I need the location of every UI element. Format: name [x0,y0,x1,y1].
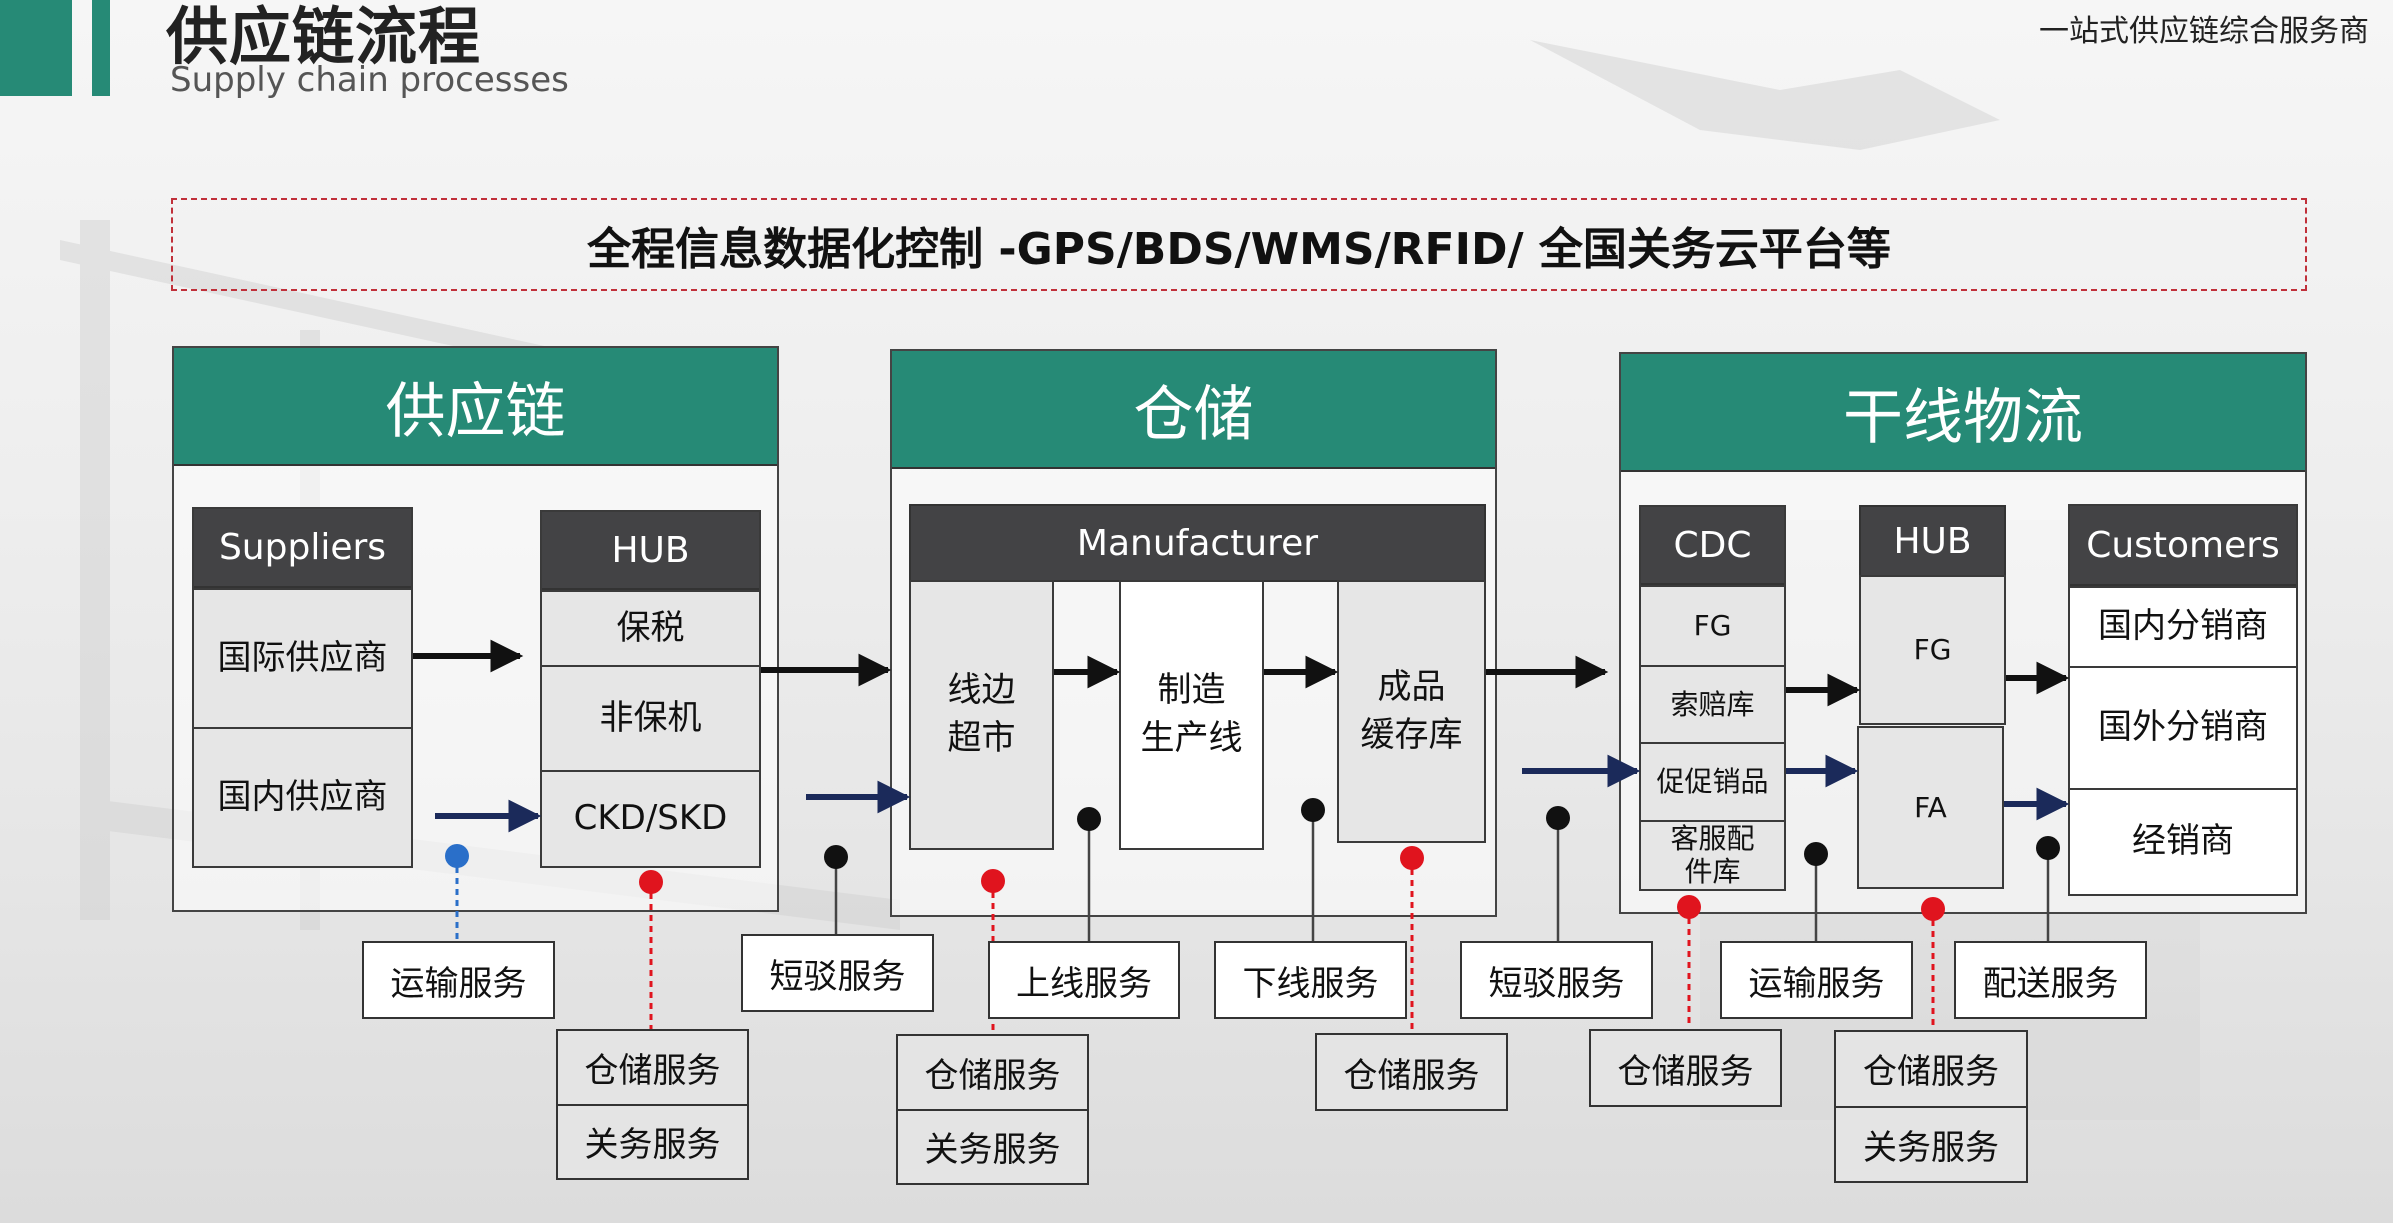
hub-2-fg: FG [1859,575,2006,725]
customers-header: Customers [2070,506,2296,586]
logo-bar-small [92,0,110,96]
service-customs: 关务服务 [1836,1105,2026,1182]
hub-2-fa: FA [1857,726,2004,889]
cdc-service-parts: 客服配 件库 [1641,819,1784,889]
logo-bar-large [0,0,72,96]
service-transport-1: 运输服务 [362,941,555,1019]
hub-column-1: HUB 保税 非保机 CKD/SKD [540,510,761,868]
info-control-banner: 全程信息数据化控制 -GPS/BDS/WMS/RFID/ 全国关务云平台等 [171,198,2307,291]
dot-shuttle-2 [1546,806,1570,830]
suppliers-header: Suppliers [194,509,411,588]
service-storage: 仓储服务 [1863,1052,1999,1093]
supplier-international: 国际供应商 [194,588,411,727]
cdc-claims-warehouse: 索赔库 [1641,664,1784,742]
service-shuttle-2: 短驳服务 [1460,941,1653,1019]
service-storage: 仓储服务 [1617,1051,1754,1092]
page-title: 供应链流程 [166,0,482,73]
service-storage-customs-5: 仓储服务 关务服务 [1834,1030,2028,1183]
finished-goods-buffer: 成品 缓存库 [1337,580,1486,843]
cdc-header: CDC [1641,507,1784,585]
panel-title-supply-chain: 供应链 [174,348,777,466]
service-storage-customs-2: 仓储服务 关务服务 [896,1034,1089,1185]
page-subtitle: Supply chain processes [170,60,569,100]
service-storage-4: 仓储服务 [1589,1029,1782,1107]
line-side-supermarket: 线边 超市 [909,580,1054,850]
customer-dealer: 经销商 [2070,788,2296,894]
hub-non-bonded: 非保机 [542,665,759,770]
customer-overseas-distributor: 国外分销商 [2070,666,2296,788]
customers-column: Customers 国内分销商 国外分销商 经销商 [2068,504,2298,896]
service-storage: 仓储服务 [584,1050,721,1091]
hub-1-header: HUB [542,512,759,590]
service-customs: 关务服务 [558,1103,747,1179]
company-tagline: 一站式供应链综合服务商 [2039,14,2369,49]
service-shuttle-1: 短驳服务 [741,934,934,1012]
banner-text: 全程信息数据化控制 -GPS/BDS/WMS/RFID/ 全国关务云平台等 [587,223,1891,275]
panel-title-warehousing: 仓储 [892,351,1495,469]
service-storage: 仓储服务 [924,1055,1061,1096]
service-storage-3: 仓储服务 [1315,1033,1508,1111]
customer-domestic-distributor: 国内分销商 [2070,586,2296,666]
supplier-domestic: 国内供应商 [194,727,411,866]
panel-title-trunk-logistics: 干线物流 [1621,354,2305,472]
service-storage-customs-1: 仓储服务 关务服务 [556,1029,749,1180]
service-storage: 仓储服务 [1343,1055,1480,1096]
cdc-fg: FG [1641,585,1784,665]
service-online: 上线服务 [988,941,1180,1019]
cdc-column: CDC FG 索赔库 促促销品 客服配 件库 [1639,505,1786,891]
hub-bonded: 保税 [542,590,759,665]
suppliers-column: Suppliers 国际供应商 国内供应商 [192,507,413,868]
dot-shuttle-1 [824,845,848,869]
production-line: 制造 生产线 [1119,580,1264,850]
service-transport-2: 运输服务 [1720,941,1913,1019]
service-delivery: 配送服务 [1954,941,2147,1019]
manufacturer-header: Manufacturer [909,504,1486,582]
hub-ckd-skd: CKD/SKD [542,770,759,866]
hub-2-header: HUB [1859,505,2006,577]
service-offline: 下线服务 [1214,941,1407,1019]
cdc-promotional-goods: 促促销品 [1641,741,1784,820]
service-customs: 关务服务 [898,1108,1087,1184]
